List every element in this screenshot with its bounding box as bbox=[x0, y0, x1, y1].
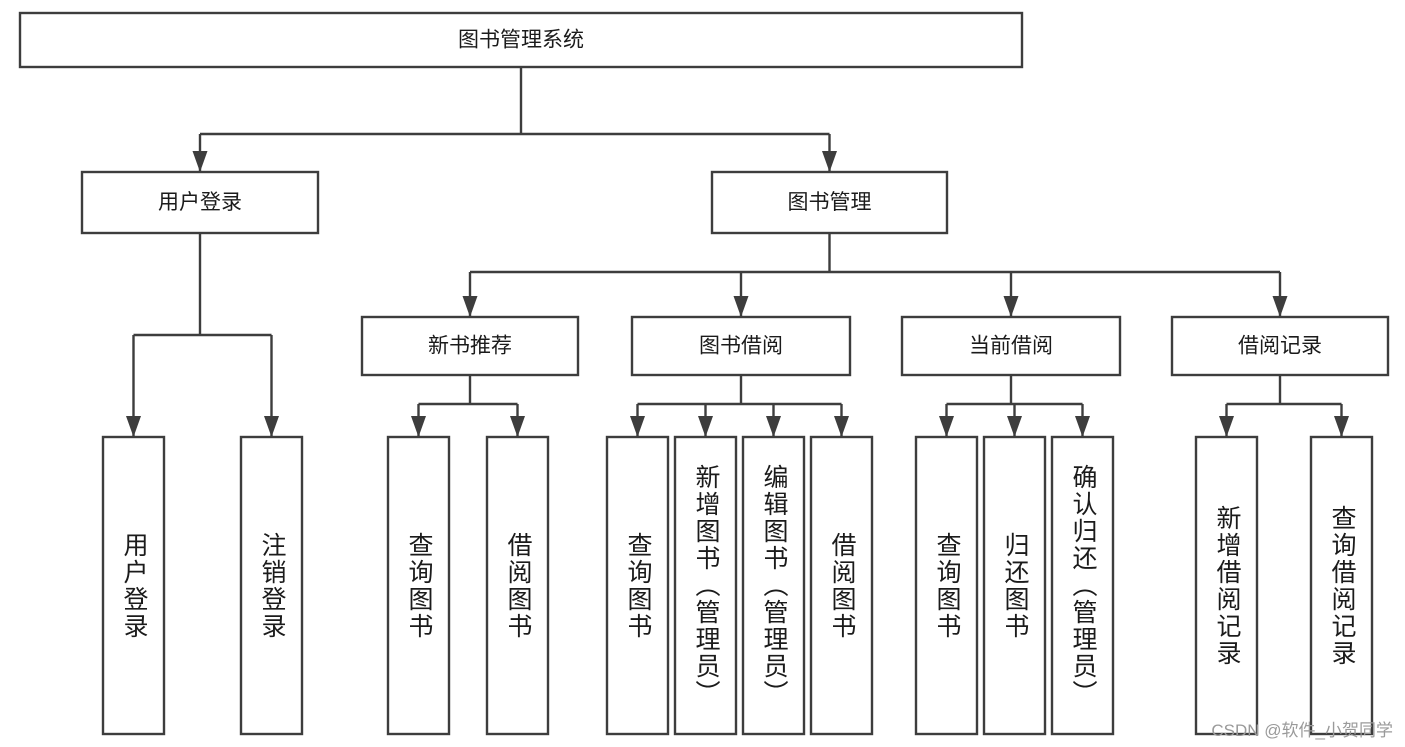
arrow-icon-group-2-1 bbox=[1007, 416, 1022, 437]
leaf-b3-0[interactable] bbox=[1194, 435, 1259, 736]
node-level3-1[interactable] bbox=[630, 315, 852, 377]
node-level3-3-label: 借阅记录 bbox=[1238, 335, 1322, 358]
node-level3-1-label: 图书借阅 bbox=[699, 335, 783, 358]
leaf-b1-3[interactable] bbox=[809, 435, 874, 736]
node-root-label: 图书管理系统 bbox=[458, 29, 584, 52]
arrow-icon-branchB-0 bbox=[462, 296, 478, 317]
node-level2-0-label: 用户登录 bbox=[158, 191, 242, 214]
leaf-b2-1[interactable] bbox=[982, 435, 1047, 736]
arrow-icon-group-1-2 bbox=[766, 416, 781, 437]
arrow-icon-group-3-0 bbox=[1219, 416, 1234, 437]
arrow-icon-group-2-0 bbox=[939, 416, 954, 437]
arrow-icon-root-1 bbox=[822, 151, 837, 172]
arrow-icon-branchA-1 bbox=[264, 416, 279, 437]
node-level2-1-label: 图书管理 bbox=[788, 191, 872, 214]
leaf-b1-0[interactable] bbox=[605, 435, 670, 736]
leaf-b2-2[interactable] bbox=[1050, 435, 1115, 736]
node-level3-2-label: 当前借阅 bbox=[969, 335, 1053, 358]
node-level3-2[interactable] bbox=[900, 315, 1122, 377]
watermark-text: CSDN @软件_小贺同学 bbox=[1211, 721, 1393, 740]
arrow-icon-root-0 bbox=[192, 151, 208, 172]
node-root[interactable] bbox=[18, 11, 1024, 69]
leaf-b0-1[interactable] bbox=[485, 435, 550, 736]
leaf-a-0[interactable] bbox=[101, 435, 166, 736]
arrow-icon-branchB-3 bbox=[1272, 296, 1288, 317]
arrow-icon-branchB-2 bbox=[1003, 296, 1019, 317]
leaf-b1-2[interactable] bbox=[741, 435, 806, 736]
connectors-layer bbox=[126, 67, 1349, 437]
arrow-icon-branchB-1 bbox=[733, 296, 749, 317]
leaf-b2-0[interactable] bbox=[914, 435, 979, 736]
node-level3-3[interactable] bbox=[1170, 315, 1390, 377]
arrow-icon-group-1-0 bbox=[630, 416, 645, 437]
arrow-icon-group-1-1 bbox=[698, 416, 713, 437]
arrow-icon-branchA-0 bbox=[126, 416, 141, 437]
node-level2-0[interactable] bbox=[80, 170, 320, 235]
node-level3-0-label: 新书推荐 bbox=[428, 335, 512, 358]
arrow-icon-group-0-1 bbox=[510, 416, 525, 437]
leaf-b3-1[interactable] bbox=[1309, 435, 1374, 736]
node-boxes-layer bbox=[18, 11, 1390, 736]
leaf-b0-0[interactable] bbox=[386, 435, 451, 736]
node-level2-1[interactable] bbox=[710, 170, 949, 235]
leaf-a-1[interactable] bbox=[239, 435, 304, 736]
arrow-icon-group-2-2 bbox=[1075, 416, 1090, 437]
leaf-b1-1[interactable] bbox=[673, 435, 738, 736]
arrow-icon-group-3-1 bbox=[1334, 416, 1349, 437]
node-level3-0[interactable] bbox=[360, 315, 580, 377]
arrow-icon-group-1-3 bbox=[834, 416, 849, 437]
arrow-icon-group-0-0 bbox=[411, 416, 426, 437]
